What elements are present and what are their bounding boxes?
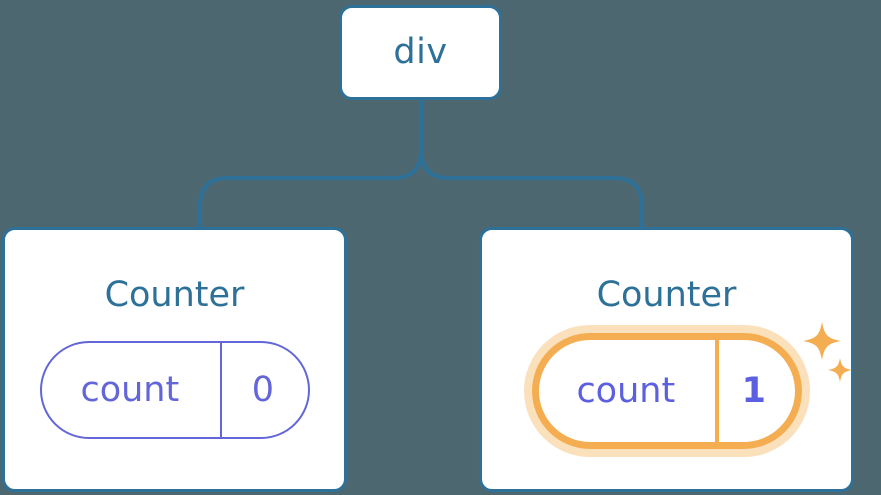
state-pill-right-value: 1 [741,370,766,411]
state-pill-right-divider [714,339,719,443]
node-counter-right[interactable]: Counter count 1 [479,227,854,492]
state-pill-left[interactable]: count 0 [39,341,310,439]
node-counter-left-title: Counter [104,275,245,315]
state-pill-left-divider [219,343,222,437]
node-root-div[interactable]: div [339,5,502,100]
state-pill-right[interactable]: count 1 [531,333,802,449]
state-pill-left-wrap: count 0 [39,341,310,439]
state-pill-right-key: count [576,370,676,411]
state-pill-left-key: count [80,369,180,410]
node-counter-left[interactable]: Counter count 0 [2,227,347,492]
state-pill-left-value: 0 [251,369,274,410]
node-counter-right-title: Counter [596,275,737,315]
state-pill-right-wrap: count 1 [531,333,802,449]
node-root-label: div [393,32,448,72]
